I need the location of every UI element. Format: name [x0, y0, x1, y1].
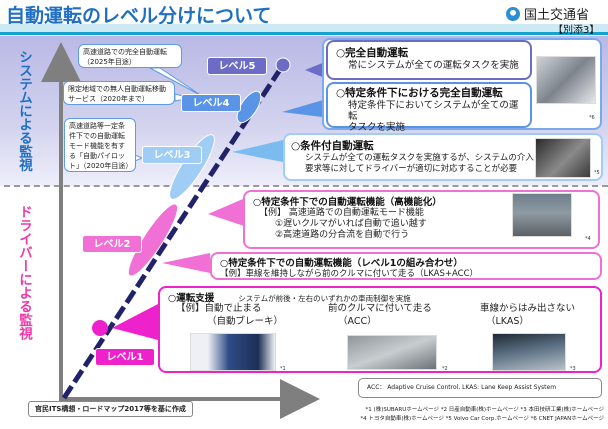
image-credits: *1 (株)SUBARUホームページ *2 日産自動車(株)ホームページ *3 … [250, 406, 604, 424]
example-brake-line2: （自動ブレーキ） [207, 316, 284, 327]
ministry-brand: 国土交通省 [506, 4, 589, 23]
ministry-name: 国土交通省 [524, 8, 590, 23]
photo-subaru-brake [190, 333, 276, 371]
source-note: 官民ITS構想・ロードマップ2017等を基に作成 [28, 401, 193, 417]
level1-description: システムが前後・左右のいずれかの車両制御を実施 [238, 294, 411, 303]
example-lkas-line2: （LKAS） [486, 316, 529, 327]
level5-heading: ○完全自動運転 [336, 47, 409, 59]
box-level4: ○特定条件下における完全自動運転 特定条件下においてシステムが全ての運転 タスク… [326, 82, 532, 133]
level2-heading: ○特定条件下での自動運転機能（高機能化） [253, 197, 442, 208]
photo-level2-highway [512, 193, 572, 237]
box-level2-combination: ○特定条件下での自動運転機能（レベル1の組み合わせ） 【例】車線を維持しながら前… [210, 252, 602, 280]
level5-node [275, 57, 291, 73]
badge-level2: レベル2 [82, 235, 142, 253]
box-level5: ○完全自動運転 常にシステムが全ての運転タスクを実施 [326, 40, 532, 80]
photo-honda-lkas [492, 333, 566, 371]
example-brake-line1: 【例】自動で止まる [176, 303, 262, 314]
callout-tail-1 [149, 67, 203, 97]
level2-text-3: ②高速道路の分合流を自動で行う [275, 230, 410, 240]
level2-text-2: ①遅いクルマがいれば自動で追い越す [275, 219, 427, 229]
callout-level4: 限定地域での無人自動運転移動サービス（2020年まで） [63, 81, 175, 105]
photo-nissan-acc [347, 335, 437, 370]
note-3: *3 [570, 366, 576, 372]
level4-text-2: タスクを実施 [348, 122, 406, 133]
abbreviation-legend: ACC： Adaptive Cruise Control, LKAS: Lane… [358, 378, 602, 398]
example-acc-line1: 前のクルマに付いて走る [328, 303, 432, 314]
note-4: *4 [585, 236, 591, 242]
level2-text-1: 【例】 高速道路での自動運転モード機能 [259, 208, 424, 218]
note-6: *6 [589, 115, 595, 121]
badge-level5: レベル5 [207, 57, 267, 75]
title-band [0, 24, 608, 32]
ministry-logo-icon [506, 6, 520, 21]
pointer-l4 [282, 98, 330, 118]
level2-segment [128, 204, 178, 276]
credits-line-1: *1 (株)SUBARUホームページ *2 日産自動車(株)ホームページ *3 … [365, 407, 604, 413]
driver-monitoring-label: ドライバーによる監視 [16, 205, 32, 340]
photo-level3-driver [535, 138, 591, 178]
badge-level4: レベル4 [181, 94, 241, 112]
monitoring-divider [4, 185, 608, 187]
title-underline [0, 32, 608, 35]
level4-heading: ○特定条件下における完全自動運転 [336, 87, 503, 99]
note-5: *5 [594, 170, 600, 176]
callout-tail-3 [134, 154, 144, 162]
callout-level5: 高速道路での完全自動運転（2025年目途） [78, 44, 182, 68]
level3-segment [169, 134, 215, 200]
level2b-heading: ○特定条件下での自動運転機能（レベル1の組み合わせ） [220, 258, 463, 269]
badge-level3: レベル3 [142, 146, 202, 164]
level3-text-1: システムが全ての運転タスクを実施するが、システムの介入 [305, 153, 534, 163]
credits-line-2: *4 トヨタ自動車(株)ホームページ *5 Volvo Car Corp.ホーム… [360, 416, 604, 422]
level4-text-1: 特定条件下においてシステムが全ての運転 [348, 100, 519, 122]
level1-heading: ○運転支援 [168, 293, 215, 304]
level3-heading: ○条件付自動運転 [291, 140, 374, 152]
level3-text-2: 要求等に対してドライバーが適切に対応することが必要 [305, 164, 518, 174]
level2b-text: 【例】車線を維持しながら前のクルマに付いて走る（LKAS+ACC） [220, 269, 479, 279]
photo-level4-interior [536, 56, 596, 104]
pointer-l3 [232, 140, 283, 162]
page-title: 自動運転のレベル分けについて [6, 5, 272, 27]
annex-label: 【別添3】 [553, 25, 600, 36]
example-lkas-line1: 車線からはみ出さない [480, 303, 576, 314]
pointer-l1 [112, 304, 158, 340]
system-monitoring-label: システムによる監視 [16, 50, 32, 172]
pointer-l2b [162, 253, 210, 273]
example-acc-line2: （ACC） [338, 316, 377, 327]
callout-level3: 高速道路等一定条件下での自動運転モード機能を有する「自動パイロット」（2020年… [64, 118, 136, 172]
badge-level1: レベル1 [95, 348, 155, 366]
level5-text: 常にシステムが全ての運転タスクを実施 [348, 60, 519, 71]
note-2: *2 [442, 366, 448, 372]
pointer-l2 [208, 196, 250, 228]
level4-segment [236, 90, 262, 124]
note-1: *1 [280, 366, 286, 372]
level1-node [92, 320, 108, 336]
